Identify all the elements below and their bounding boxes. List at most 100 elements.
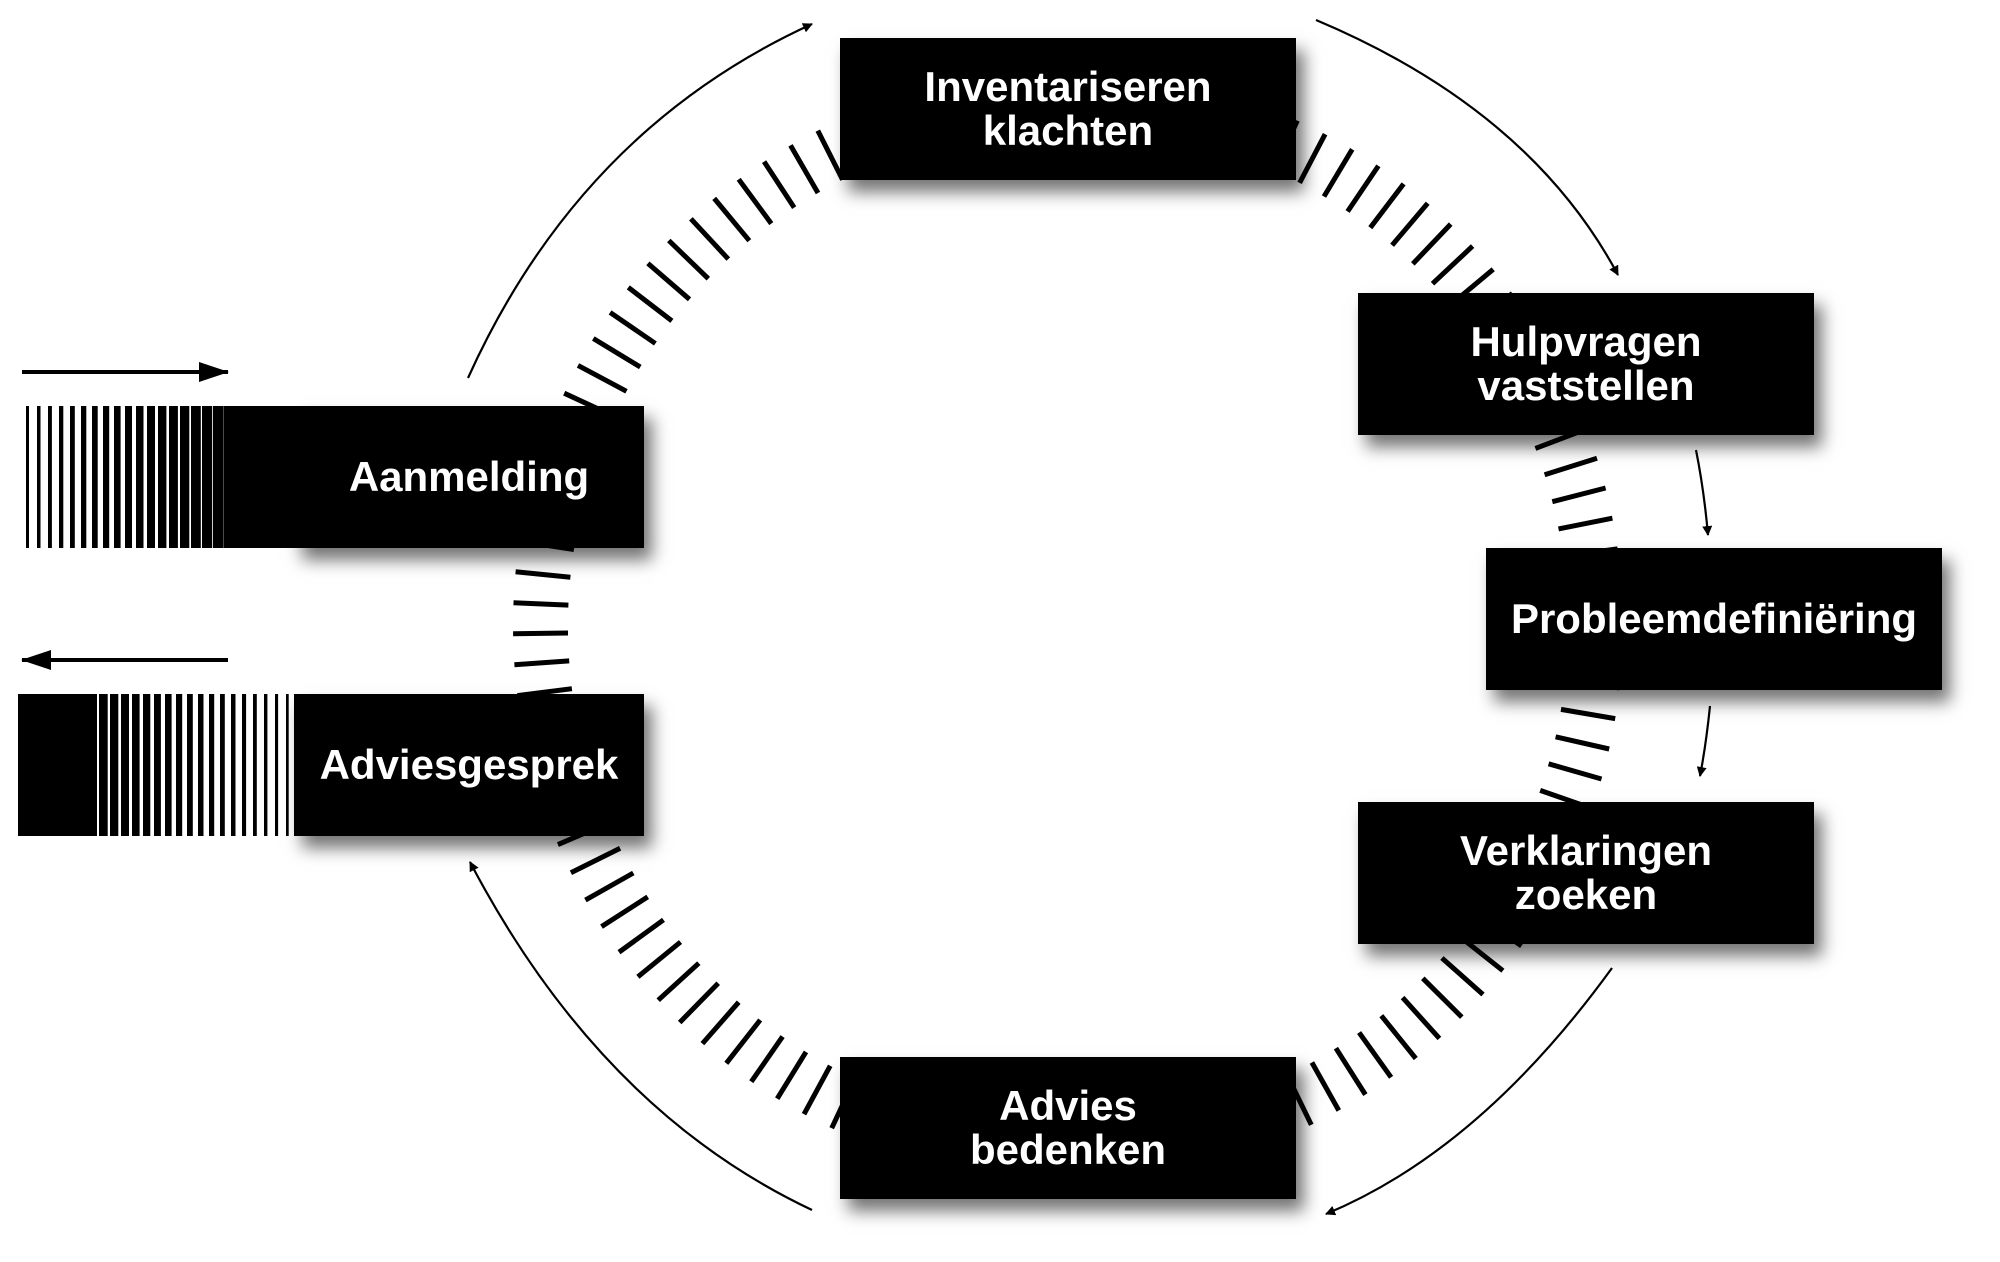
ring-tick: [576, 363, 628, 394]
ring-tick: [788, 144, 821, 195]
ring-tick: [1379, 1014, 1418, 1061]
stripe: [165, 694, 172, 836]
ring-tick: [617, 917, 665, 955]
ring-tick: [626, 285, 674, 323]
step-probleemdefiniering: Probleemdefiniëring: [1486, 548, 1942, 690]
ring-tick: [677, 981, 720, 1025]
label-line: klachten: [982, 107, 1154, 154]
ring-tick: [700, 1000, 741, 1046]
stripe: [26, 406, 29, 548]
stripe: [242, 694, 247, 836]
stripe: [220, 694, 225, 836]
ring-tick: [815, 129, 845, 181]
flow-arrow: [1694, 449, 1713, 536]
stripe: [253, 694, 257, 836]
ring-tick: [584, 870, 635, 903]
ring-tick: [1345, 164, 1381, 213]
flow-arrow: [469, 861, 813, 1211]
ring-tick: [1390, 201, 1430, 247]
flow-arrow: [1325, 967, 1613, 1216]
ring-tick: [1368, 182, 1406, 230]
ring-tick: [1547, 761, 1603, 782]
ring-tick: [1309, 1061, 1341, 1112]
ring-tick: [1558, 515, 1613, 532]
ring-tick: [689, 217, 731, 261]
ring-tick: [1555, 734, 1610, 752]
stripe: [231, 694, 236, 836]
step-adviesgesprek-label: Adviesgesprek: [320, 743, 619, 787]
ring-tick: [513, 630, 569, 637]
ring-tick: [1400, 995, 1442, 1041]
ring-tick: [646, 261, 692, 302]
stripe: [121, 694, 129, 836]
label-line: Verklaringen: [1459, 827, 1713, 874]
stripe: [48, 406, 52, 548]
label-line: bedenken: [969, 1126, 1167, 1173]
ring-radial-ticks: [513, 71, 1623, 1182]
label-line: Inventariseren: [924, 63, 1212, 110]
label-line: vaststellen: [1477, 362, 1695, 409]
ring-tick: [712, 196, 752, 243]
stripe: [187, 694, 193, 836]
step-probleem-label: Probleemdefiniëring: [1511, 597, 1917, 641]
stripe: [110, 694, 119, 836]
stripe: [213, 406, 224, 548]
ring-tick: [608, 310, 657, 346]
stripe: [114, 406, 121, 548]
ring-tick: [1543, 455, 1598, 478]
stripe: [103, 406, 110, 548]
label-line: Hulpvragen: [1470, 318, 1702, 365]
ring-tick: [592, 336, 642, 370]
label-line: Probleemdefiniëring: [1510, 595, 1918, 642]
stripe: [158, 406, 167, 548]
stripe: [59, 406, 64, 548]
stripe: [264, 694, 268, 836]
stripe: [136, 406, 144, 548]
stripe: [235, 406, 247, 548]
stripe-solid: [250, 406, 300, 548]
stripe: [92, 406, 98, 548]
label-line: Aanmelding: [348, 453, 590, 500]
step-aanmelding: Aanmelding: [294, 406, 644, 548]
flow-arrow: [1315, 18, 1619, 276]
stripe: [191, 406, 201, 548]
flow-arrow: [1696, 705, 1712, 777]
stripe: [147, 406, 155, 548]
stripe: [99, 694, 108, 836]
ring-tick: [1297, 133, 1328, 185]
stripe: [88, 694, 97, 836]
ring-tick: [513, 600, 569, 608]
ring-tick: [736, 177, 774, 226]
stripe: [275, 694, 279, 836]
ring-tick: [762, 160, 797, 209]
ring-tick: [775, 1050, 809, 1101]
ring-tick: [801, 1064, 833, 1116]
ring-tick: [1430, 244, 1475, 286]
gradient-stripes: [18, 406, 300, 836]
label-line: Advies: [999, 1082, 1137, 1129]
ring-tick: [600, 894, 650, 929]
stripe: [176, 694, 183, 836]
ring-tick: [1551, 485, 1607, 505]
step-aanmelding-label: Aanmelding: [349, 455, 589, 499]
stripe: [125, 406, 132, 548]
flow-arrow: [466, 22, 813, 379]
ring-tick: [1440, 956, 1485, 997]
stripe: [81, 406, 87, 548]
stripe: [70, 406, 75, 548]
ring-tick: [1410, 222, 1453, 266]
stripe: [132, 694, 140, 836]
stripe: [198, 694, 204, 836]
ring-tick: [569, 846, 622, 876]
stripe: [37, 406, 41, 548]
ring-tick: [667, 238, 711, 281]
stripe: [180, 406, 190, 548]
stripe: [154, 694, 161, 836]
